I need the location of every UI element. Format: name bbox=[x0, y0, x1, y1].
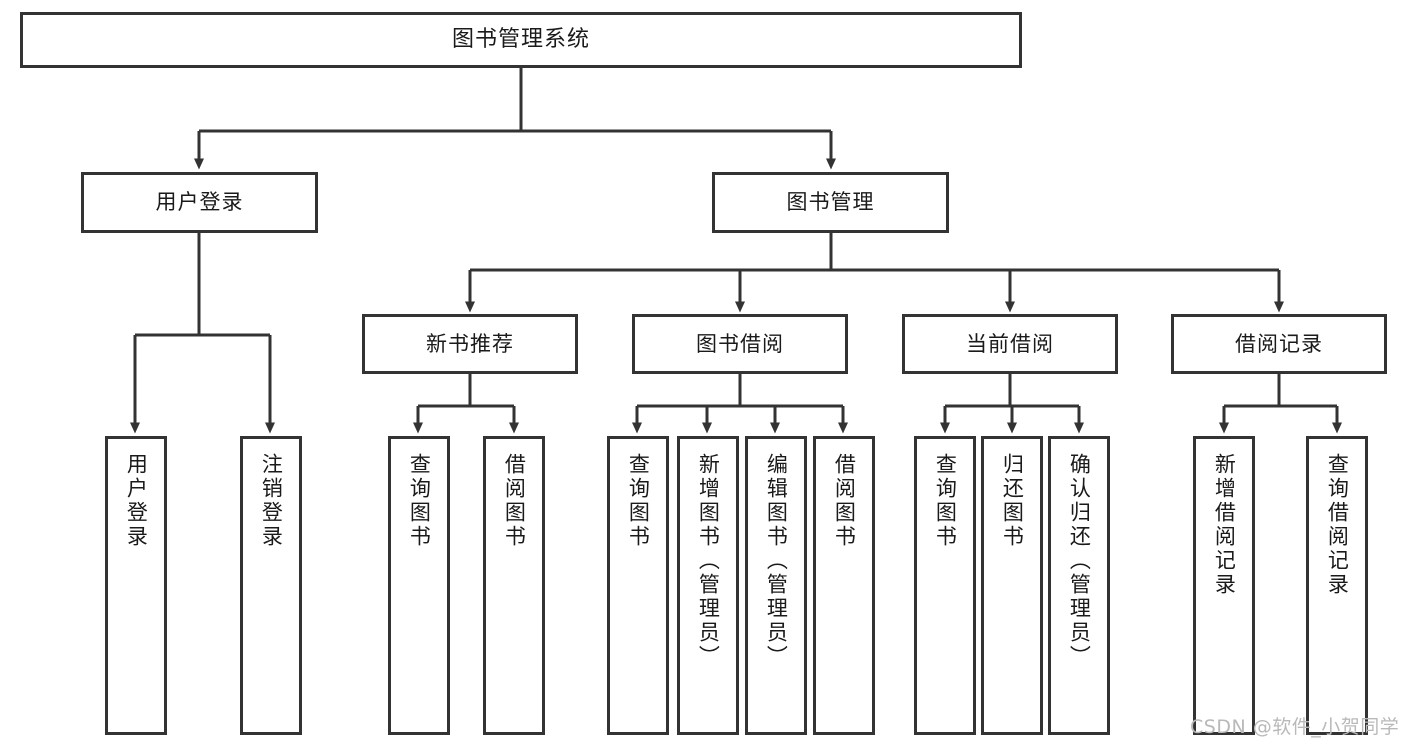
node-root-system[interactable]: 图书管理系统 bbox=[20, 12, 1022, 68]
node-leaf-query-borrow-record[interactable]: 查询借阅记录 bbox=[1306, 436, 1368, 735]
node-leaf-confirm-return-admin[interactable]: 确认归还（管理员） bbox=[1048, 436, 1110, 735]
node-label: 图书管理 bbox=[786, 190, 875, 214]
node-label: 新书推荐 bbox=[426, 331, 514, 356]
node-leaf-query-books-newbook[interactable]: 查询图书 bbox=[388, 436, 450, 735]
node-leaf-borrow-books-newbook[interactable]: 借阅图书 bbox=[483, 436, 545, 735]
node-label: 图书借阅 bbox=[696, 331, 784, 356]
node-label: 新增图书（管理员） bbox=[696, 453, 721, 669]
node-label: 当前借阅 bbox=[966, 331, 1054, 356]
node-leaf-query-books-current[interactable]: 查询图书 bbox=[914, 436, 976, 735]
node-leaf-user-login[interactable]: 用户登录 bbox=[105, 436, 167, 735]
node-label: 归还图书 bbox=[1000, 453, 1025, 549]
node-label: 查询借阅记录 bbox=[1325, 453, 1350, 597]
node-label: 借阅记录 bbox=[1235, 331, 1323, 356]
node-book-management[interactable]: 图书管理 bbox=[712, 172, 949, 233]
node-borrow-records[interactable]: 借阅记录 bbox=[1171, 314, 1387, 374]
node-label: 编辑图书（管理员） bbox=[764, 453, 789, 669]
node-label: 查询图书 bbox=[933, 453, 958, 549]
node-current-borrow[interactable]: 当前借阅 bbox=[902, 314, 1118, 374]
node-user-login[interactable]: 用户登录 bbox=[81, 172, 318, 233]
node-leaf-return-books[interactable]: 归还图书 bbox=[981, 436, 1043, 735]
node-leaf-logout[interactable]: 注销登录 bbox=[240, 436, 302, 735]
node-label: 确认归还（管理员） bbox=[1067, 453, 1092, 669]
node-label: 查询图书 bbox=[407, 453, 432, 549]
node-label: 借阅图书 bbox=[502, 453, 527, 549]
node-leaf-add-book-admin[interactable]: 新增图书（管理员） bbox=[677, 436, 739, 735]
node-label: 新增借阅记录 bbox=[1212, 453, 1237, 597]
node-label: 借阅图书 bbox=[832, 453, 857, 549]
node-new-book-recommend[interactable]: 新书推荐 bbox=[362, 314, 578, 374]
node-label: 注销登录 bbox=[259, 453, 284, 549]
node-leaf-query-books-borrow[interactable]: 查询图书 bbox=[607, 436, 669, 735]
node-label: 查询图书 bbox=[626, 453, 651, 549]
node-leaf-borrow-books[interactable]: 借阅图书 bbox=[813, 436, 875, 735]
node-leaf-add-borrow-record[interactable]: 新增借阅记录 bbox=[1193, 436, 1255, 735]
node-label: 用户登录 bbox=[124, 453, 149, 549]
node-leaf-edit-book-admin[interactable]: 编辑图书（管理员） bbox=[745, 436, 807, 735]
node-label: 用户登录 bbox=[155, 190, 244, 214]
node-book-borrow[interactable]: 图书借阅 bbox=[632, 314, 848, 374]
node-label: 图书管理系统 bbox=[451, 27, 590, 52]
